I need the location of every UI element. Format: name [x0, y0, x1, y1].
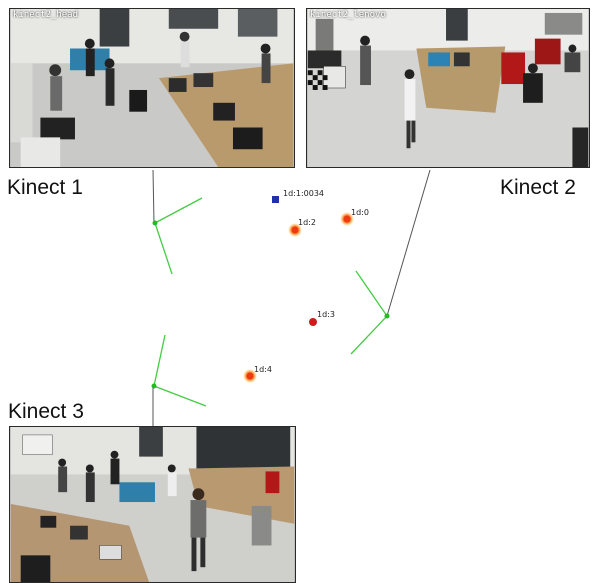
kinect-2-label: Kinect 2	[500, 176, 576, 199]
track-label: 1d:0	[351, 208, 369, 217]
camera-view-kinect-2: kinect2_lenovo	[306, 8, 590, 168]
track-label: 1d:3	[317, 310, 335, 319]
track-marker: 1d:4	[243, 365, 272, 383]
office-scene-image-3	[10, 427, 295, 582]
sensor-kinect-1	[152, 197, 203, 275]
track-marker: 1d:2	[288, 218, 316, 237]
track-label: 1d:2	[298, 218, 316, 227]
kinect-1-label: Kinect 1	[7, 176, 83, 199]
baseline-kinect-1	[152, 169, 155, 224]
camera-title-kinect-1: kinect2_head	[13, 10, 79, 20]
office-scene-image-1	[10, 9, 294, 167]
camera-view-kinect-3	[9, 426, 296, 583]
tracking-map: 1d:1:0034 1d:2 1d:0 1d:3 1d:4	[151, 169, 431, 430]
track-marker: 1d:1:0034	[272, 189, 324, 203]
kinect-3-label: Kinect 3	[8, 400, 84, 423]
camera-title-kinect-2: kinect2_lenovo	[310, 10, 386, 20]
sensor-kinect-2	[350, 270, 390, 355]
track-label: 1d:4	[254, 365, 272, 374]
track-marker: 1d:3	[309, 310, 335, 326]
track-label: 1d:1:0034	[283, 189, 324, 198]
sensor-kinect-3	[151, 334, 207, 407]
camera-view-kinect-1: kinect2_head	[9, 8, 295, 168]
baseline-kinect-2	[386, 169, 431, 317]
office-scene-image-2	[307, 9, 589, 167]
track-marker: 1d:0	[340, 208, 369, 226]
